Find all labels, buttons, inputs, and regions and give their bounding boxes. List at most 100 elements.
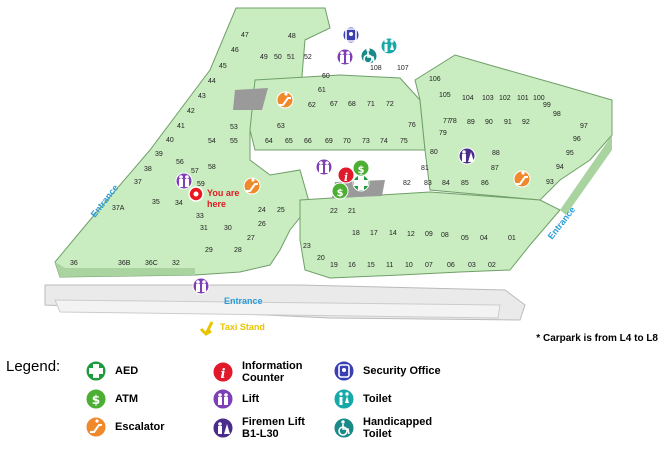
unit-label-43: 43 <box>198 93 206 100</box>
legend-label-lift: Lift <box>242 393 260 405</box>
unit-label-26: 26 <box>258 221 266 228</box>
unit-label-42: 42 <box>187 108 195 115</box>
lift-icon-map-0 <box>336 48 354 66</box>
unit-label-99: 99 <box>543 102 551 109</box>
legend-title: Legend: <box>6 358 61 375</box>
unit-label-63: 63 <box>277 123 285 130</box>
unit-label-93: 93 <box>546 179 554 186</box>
unit-label-73: 73 <box>362 138 370 145</box>
taxi-stand-label: Taxi Stand <box>220 322 265 332</box>
unit-label-04: 04 <box>480 235 488 242</box>
unit-label-47: 47 <box>241 32 249 39</box>
unit-label-81: 81 <box>421 165 429 172</box>
handicapped-toilet-icon <box>333 417 355 439</box>
legend-item-escalator: Escalator <box>85 416 165 438</box>
unit-label-48: 48 <box>288 33 296 40</box>
unit-label-16: 16 <box>348 262 356 269</box>
unit-label-71: 71 <box>367 101 375 108</box>
unit-label-69: 69 <box>325 138 333 145</box>
unit-label-80: 80 <box>430 149 438 156</box>
legend-item-toilet: Toilet <box>333 388 392 410</box>
unit-label-61: 61 <box>318 87 326 94</box>
unit-label-58: 58 <box>208 164 216 171</box>
unit-label-53: 53 <box>230 124 238 131</box>
security-office-icon <box>333 360 355 382</box>
unit-label-60: 60 <box>322 73 330 80</box>
unit-label-19: 19 <box>330 262 338 269</box>
unit-label-10: 10 <box>405 262 413 269</box>
map-base-front <box>54 299 501 319</box>
unit-label-88: 88 <box>492 150 500 157</box>
you-are-here-label-2: here <box>207 199 226 209</box>
unit-label-107: 107 <box>397 65 409 72</box>
unit-label-08: 08 <box>441 232 449 239</box>
svg-text:$: $ <box>358 165 365 176</box>
unit-label-67: 67 <box>330 101 338 108</box>
unit-label-33: 33 <box>196 213 204 220</box>
svg-text:$: $ <box>92 393 100 407</box>
unit-label-56: 56 <box>176 159 184 166</box>
unit-label-39: 39 <box>155 151 163 158</box>
unit-label-65: 65 <box>285 138 293 145</box>
unit-label-86: 86 <box>481 180 489 187</box>
unit-label-87: 87 <box>491 165 499 172</box>
unit-label-29: 29 <box>205 247 213 254</box>
right-edge-shadow <box>560 135 612 215</box>
unit-label-37: 37 <box>134 179 142 186</box>
atm-icon-map-8: $ <box>331 182 349 200</box>
unit-label-55: 55 <box>230 138 238 145</box>
legend-label-security: Security Office <box>363 365 441 377</box>
unit-label-32: 32 <box>172 260 180 267</box>
unit-label-36C: 36C <box>145 260 158 267</box>
unit-label-34: 34 <box>175 200 183 207</box>
unit-label-24: 24 <box>258 207 266 214</box>
taxi-stand-arrow <box>199 321 214 336</box>
unit-label-75: 75 <box>400 138 408 145</box>
legend-label-aed: AED <box>115 365 139 377</box>
unit-label-91: 91 <box>504 119 512 126</box>
unit-label-103: 103 <box>482 95 494 102</box>
unit-label-44: 44 <box>208 78 216 85</box>
unit-label-102: 102 <box>499 95 511 102</box>
unit-label-38: 38 <box>144 166 152 173</box>
unit-label-07: 07 <box>425 262 433 269</box>
entrance-label-bottom: Entrance <box>224 296 263 306</box>
firemen-lift-icon <box>212 417 234 439</box>
unit-label-49: 49 <box>260 54 268 61</box>
unit-label-92: 92 <box>522 119 530 126</box>
legend-label-escalator: Escalator <box>115 421 165 433</box>
legend-item-atm: $ ATM <box>85 388 138 410</box>
unit-label-108: 108 <box>370 65 382 72</box>
unit-label-78: 78 <box>449 118 457 125</box>
unit-label-76: 76 <box>408 122 416 129</box>
unit-label-105: 105 <box>439 92 451 99</box>
aed-icon <box>85 360 107 382</box>
lift-icon-map-5 <box>315 158 333 176</box>
unit-label-50: 50 <box>274 54 282 61</box>
unit-label-20: 20 <box>317 255 325 262</box>
unit-label-100: 100 <box>533 95 545 102</box>
unit-label-84: 84 <box>442 180 450 187</box>
unit-label-18: 18 <box>352 230 360 237</box>
unit-label-74: 74 <box>380 138 388 145</box>
legend-label-atm: ATM <box>115 393 139 405</box>
unit-label-27: 27 <box>247 235 255 242</box>
legend-label-toilet: Toilet <box>363 393 392 405</box>
unit-label-101: 101 <box>517 95 529 102</box>
handicapped-toilet-icon-map-2 <box>360 47 378 65</box>
unit-label-51: 51 <box>287 54 295 61</box>
unit-label-52: 52 <box>304 54 312 61</box>
legend-item-security: Security Office <box>333 360 441 382</box>
legend-label-handicapped: Handicapped Toilet <box>363 416 433 440</box>
lower-right-block <box>299 191 561 279</box>
unit-label-12: 12 <box>407 231 415 238</box>
unit-label-28: 28 <box>234 247 242 254</box>
svg-text:$: $ <box>337 188 344 199</box>
lift-icon <box>212 388 234 410</box>
atrium-void-left <box>233 88 268 110</box>
unit-label-57: 57 <box>191 168 199 175</box>
unit-label-64: 64 <box>265 138 273 145</box>
unit-label-90: 90 <box>485 119 493 126</box>
